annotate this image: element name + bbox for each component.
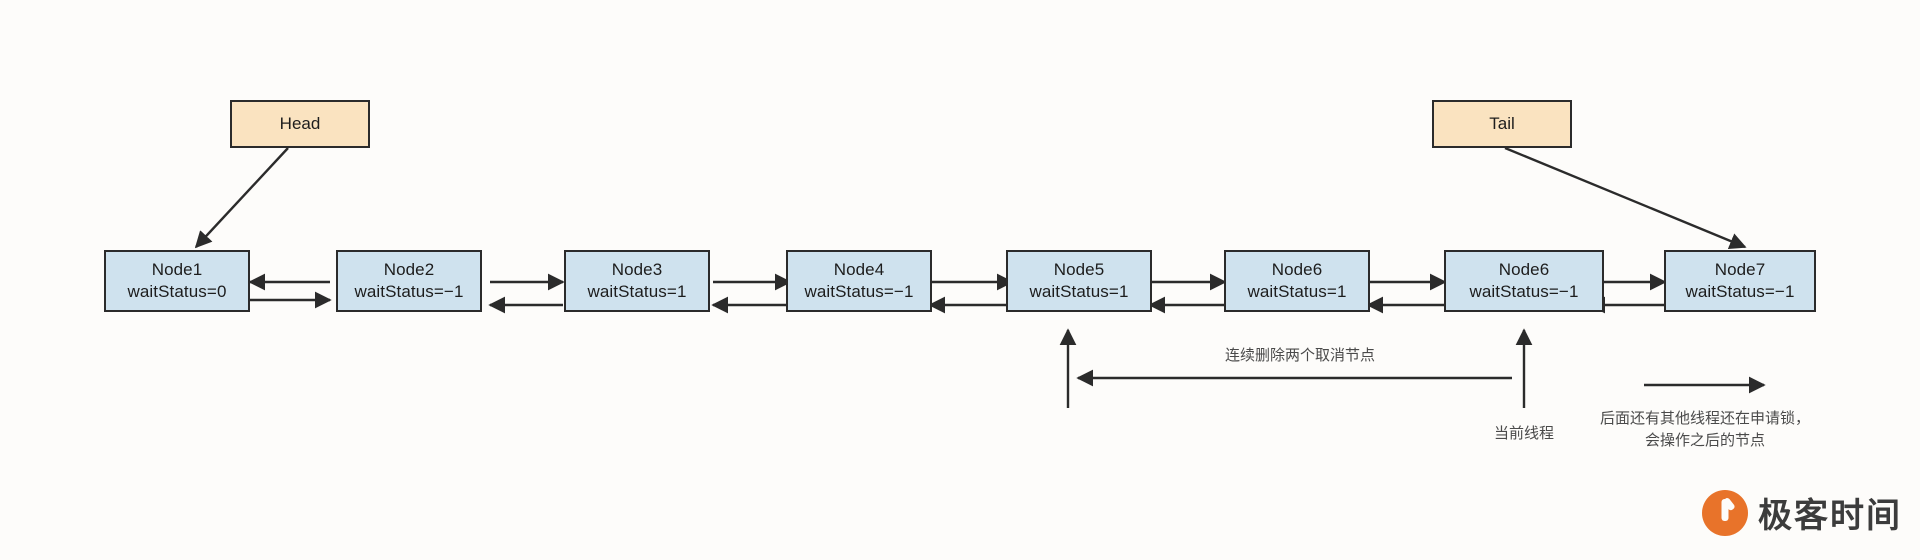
tail-label: Tail [1489,114,1515,133]
geektime-logo: 极客时间 [1702,488,1902,537]
head-label: Head [279,114,321,133]
node-box-node3[interactable]: Node3 waitStatus=1 [564,250,710,312]
node-title: Node7 [1714,260,1766,280]
node-title: Node4 [833,260,885,280]
node-title: Node6 [1498,260,1550,280]
head-box[interactable]: Head [230,100,370,148]
node-box-node2[interactable]: Node2 waitStatus=−1 [336,250,482,312]
node-waitstatus: waitStatus=0 [127,282,227,301]
node-box-node1[interactable]: Node1 waitStatus=0 [104,250,250,312]
node-box-node4[interactable]: Node4 waitStatus=−1 [786,250,932,312]
annotation-current-thread: 当前线程 [1493,425,1554,442]
node-box-node6-first[interactable]: Node6 waitStatus=1 [1224,250,1370,312]
geektime-mark-icon [1702,489,1748,536]
tail-pointer-arrow [1504,146,1747,249]
annotation-delete-two-cancelled: 连续删除两个取消节点 [1224,347,1375,364]
node-title: Node6 [1271,260,1323,280]
node-waitstatus: waitStatus=1 [1029,282,1129,301]
head-pointer-arrow [194,147,289,249]
node-title: Node2 [383,260,435,280]
node-title: Node5 [1053,260,1105,280]
tail-box[interactable]: Tail [1432,100,1572,148]
node-box-node5[interactable]: Node5 waitStatus=1 [1006,250,1152,312]
node-waitstatus: waitStatus=−1 [804,282,914,301]
node-title: Node3 [611,260,663,280]
node-waitstatus: waitStatus=1 [1247,282,1347,301]
node-waitstatus: waitStatus=−1 [1685,282,1795,301]
annotation-other-threads: 后面还有其他线程还在申请锁， 会操作之后的节点 [1599,410,1810,449]
node-waitstatus: waitStatus=−1 [354,282,464,301]
node-waitstatus: waitStatus=1 [587,282,687,301]
node-waitstatus: waitStatus=−1 [1469,282,1579,301]
node-box-node6-second[interactable]: Node6 waitStatus=−1 [1444,250,1604,312]
node-box-node7[interactable]: Node7 waitStatus=−1 [1664,250,1816,312]
geektime-logo-text: 极客时间 [1758,497,1902,535]
node-title: Node1 [151,260,203,280]
